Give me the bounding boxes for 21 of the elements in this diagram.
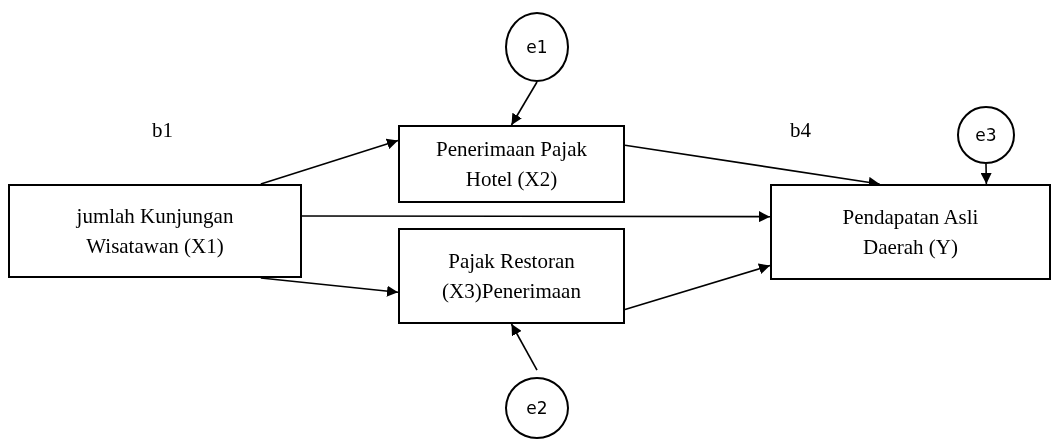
variable-box [770, 184, 1051, 280]
node-label: e1 [526, 37, 548, 57]
arrow [260, 277, 399, 297]
node-label: e2 [526, 398, 548, 418]
path-coefficient-label: b1 [152, 118, 173, 143]
node-label: e3 [975, 125, 997, 145]
variable-box [398, 125, 625, 203]
node-label: Pendapatan Asli Daerah (Y) [841, 203, 980, 261]
arrow [980, 163, 992, 185]
arrow [624, 263, 771, 311]
node-label: Penerimaan Pajak Hotel (X2) [435, 135, 588, 193]
path-coefficient-label: b4 [790, 118, 811, 143]
variable-box [398, 228, 625, 324]
node-label: jumlah Kunjungan Wisatawan (X1) [75, 202, 235, 260]
arrow [510, 323, 538, 371]
error-circle [957, 106, 1015, 164]
arrow [260, 138, 399, 185]
arrow [510, 81, 538, 126]
node-label: Pajak Restoran (X3)Penerimaan [441, 247, 582, 305]
variable-box [8, 184, 302, 278]
arrow [301, 211, 771, 223]
